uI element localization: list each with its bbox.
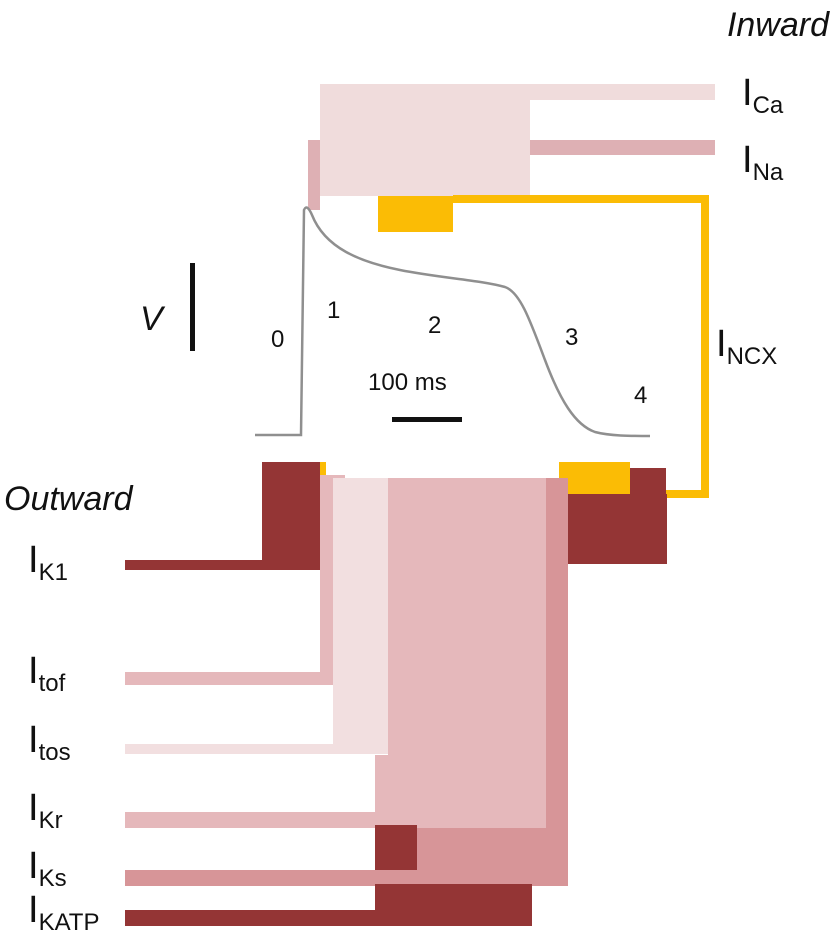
ina-bar-tail [530, 140, 715, 155]
ik1-label: IK1 [28, 539, 68, 586]
itos-bar-tail [125, 744, 388, 754]
itof-bar-tail [125, 672, 345, 685]
iks-label: IKs [28, 845, 67, 892]
inward-heading: Inward [727, 6, 830, 44]
ina-label: INa [742, 139, 784, 186]
time-scale-bar [392, 417, 462, 422]
ik1-bar-tail [125, 560, 320, 570]
itof-label: Itof [28, 650, 66, 697]
time-scale-label: 100 ms [368, 369, 447, 396]
outward-currents [125, 462, 667, 926]
voltage-scale-bar [190, 263, 195, 351]
ikr-label: IKr [28, 787, 63, 834]
phase-1-label: 1 [327, 297, 340, 324]
ikatp-label: IKATP [28, 889, 99, 936]
ikatp-bar-tail [125, 910, 532, 926]
phase-4-label: 4 [634, 382, 647, 409]
phase-2-label: 2 [428, 312, 441, 339]
itos-bar [333, 478, 388, 754]
ica-bar-tail [530, 84, 715, 100]
action-potential-trace [255, 206, 651, 438]
phase-3-label: 3 [565, 324, 578, 351]
itos-label: Itos [28, 719, 71, 766]
outward-heading: Outward [4, 480, 134, 518]
ica-label: ICa [742, 72, 784, 119]
ikr-bar-tail [125, 812, 546, 828]
ncx-inward-block [378, 196, 453, 232]
incx-label: INCX [716, 323, 777, 370]
ncx-loop [453, 195, 709, 498]
ik1-bar-late [565, 494, 667, 564]
inward-currents [308, 84, 715, 210]
ik1-bar-early [262, 462, 320, 564]
voltage-label: V [140, 300, 166, 338]
ina-bar-spike [308, 140, 320, 210]
iks-bar-tail [125, 870, 568, 886]
ica-bar-main [320, 84, 530, 196]
ncx-exchanger [306, 195, 709, 506]
ikatp-bar-block [375, 825, 417, 870]
phase-0-label: 0 [271, 326, 284, 353]
ik1-bar-late-upper [630, 468, 666, 498]
